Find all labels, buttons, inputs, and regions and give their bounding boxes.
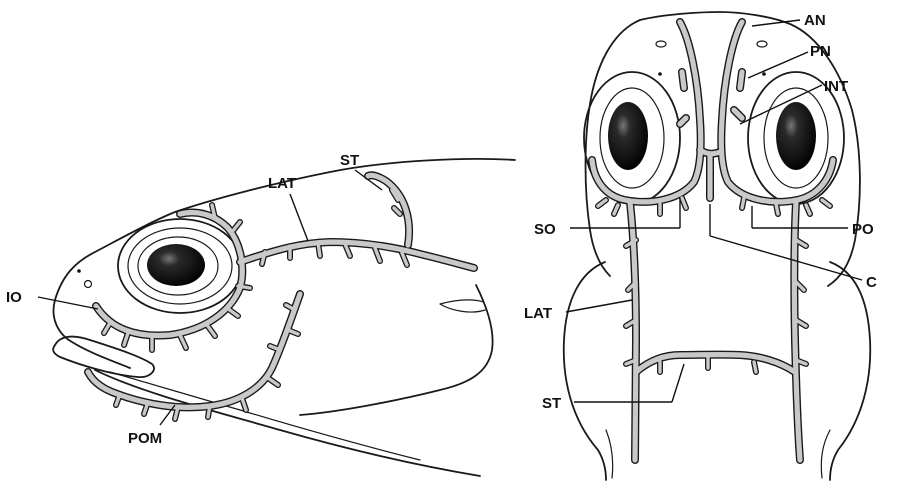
dorsal-eye-right (776, 102, 816, 170)
label-st-left: ST (340, 152, 359, 169)
dorsal-nostril-right (757, 41, 767, 47)
dorsal-nostril-left (656, 41, 666, 47)
dorsal-pore-right (762, 72, 766, 76)
dorsal-eye-left (608, 102, 648, 170)
label-int: INT (824, 78, 848, 95)
leader-lat-right (566, 300, 632, 312)
label-pn: PN (810, 43, 831, 60)
lateral-view: IO LAT ST POM (6, 152, 515, 476)
leader-lat-left (290, 194, 308, 241)
label-lat-left: LAT (268, 175, 296, 192)
lateral-nostril (85, 281, 92, 288)
lateral-nostril-pore (77, 269, 81, 273)
label-an: AN (804, 12, 826, 29)
dorsal-gill-right (830, 262, 870, 480)
dorsal-pore-left (658, 72, 662, 76)
leader-c (710, 236, 862, 280)
dorsal-view: AN PN INT SO PO C LAT ST (524, 12, 877, 480)
lateral-belly-outline (95, 370, 480, 476)
label-st-right: ST (542, 395, 561, 412)
lateral-pectoral-fin (440, 300, 485, 312)
label-pom: POM (128, 430, 162, 447)
label-c: C (866, 274, 877, 291)
lateral-gill-cover (300, 285, 493, 415)
dorsal-gill-left (564, 262, 606, 480)
label-po: PO (852, 221, 874, 238)
leader-pn (748, 52, 808, 78)
lateral-eye-pupil (147, 244, 205, 286)
label-lat-right: LAT (524, 305, 552, 322)
label-so: SO (534, 221, 556, 238)
leader-st-right-up (672, 364, 684, 402)
label-io: IO (6, 289, 22, 306)
leader-io-left (38, 297, 98, 309)
